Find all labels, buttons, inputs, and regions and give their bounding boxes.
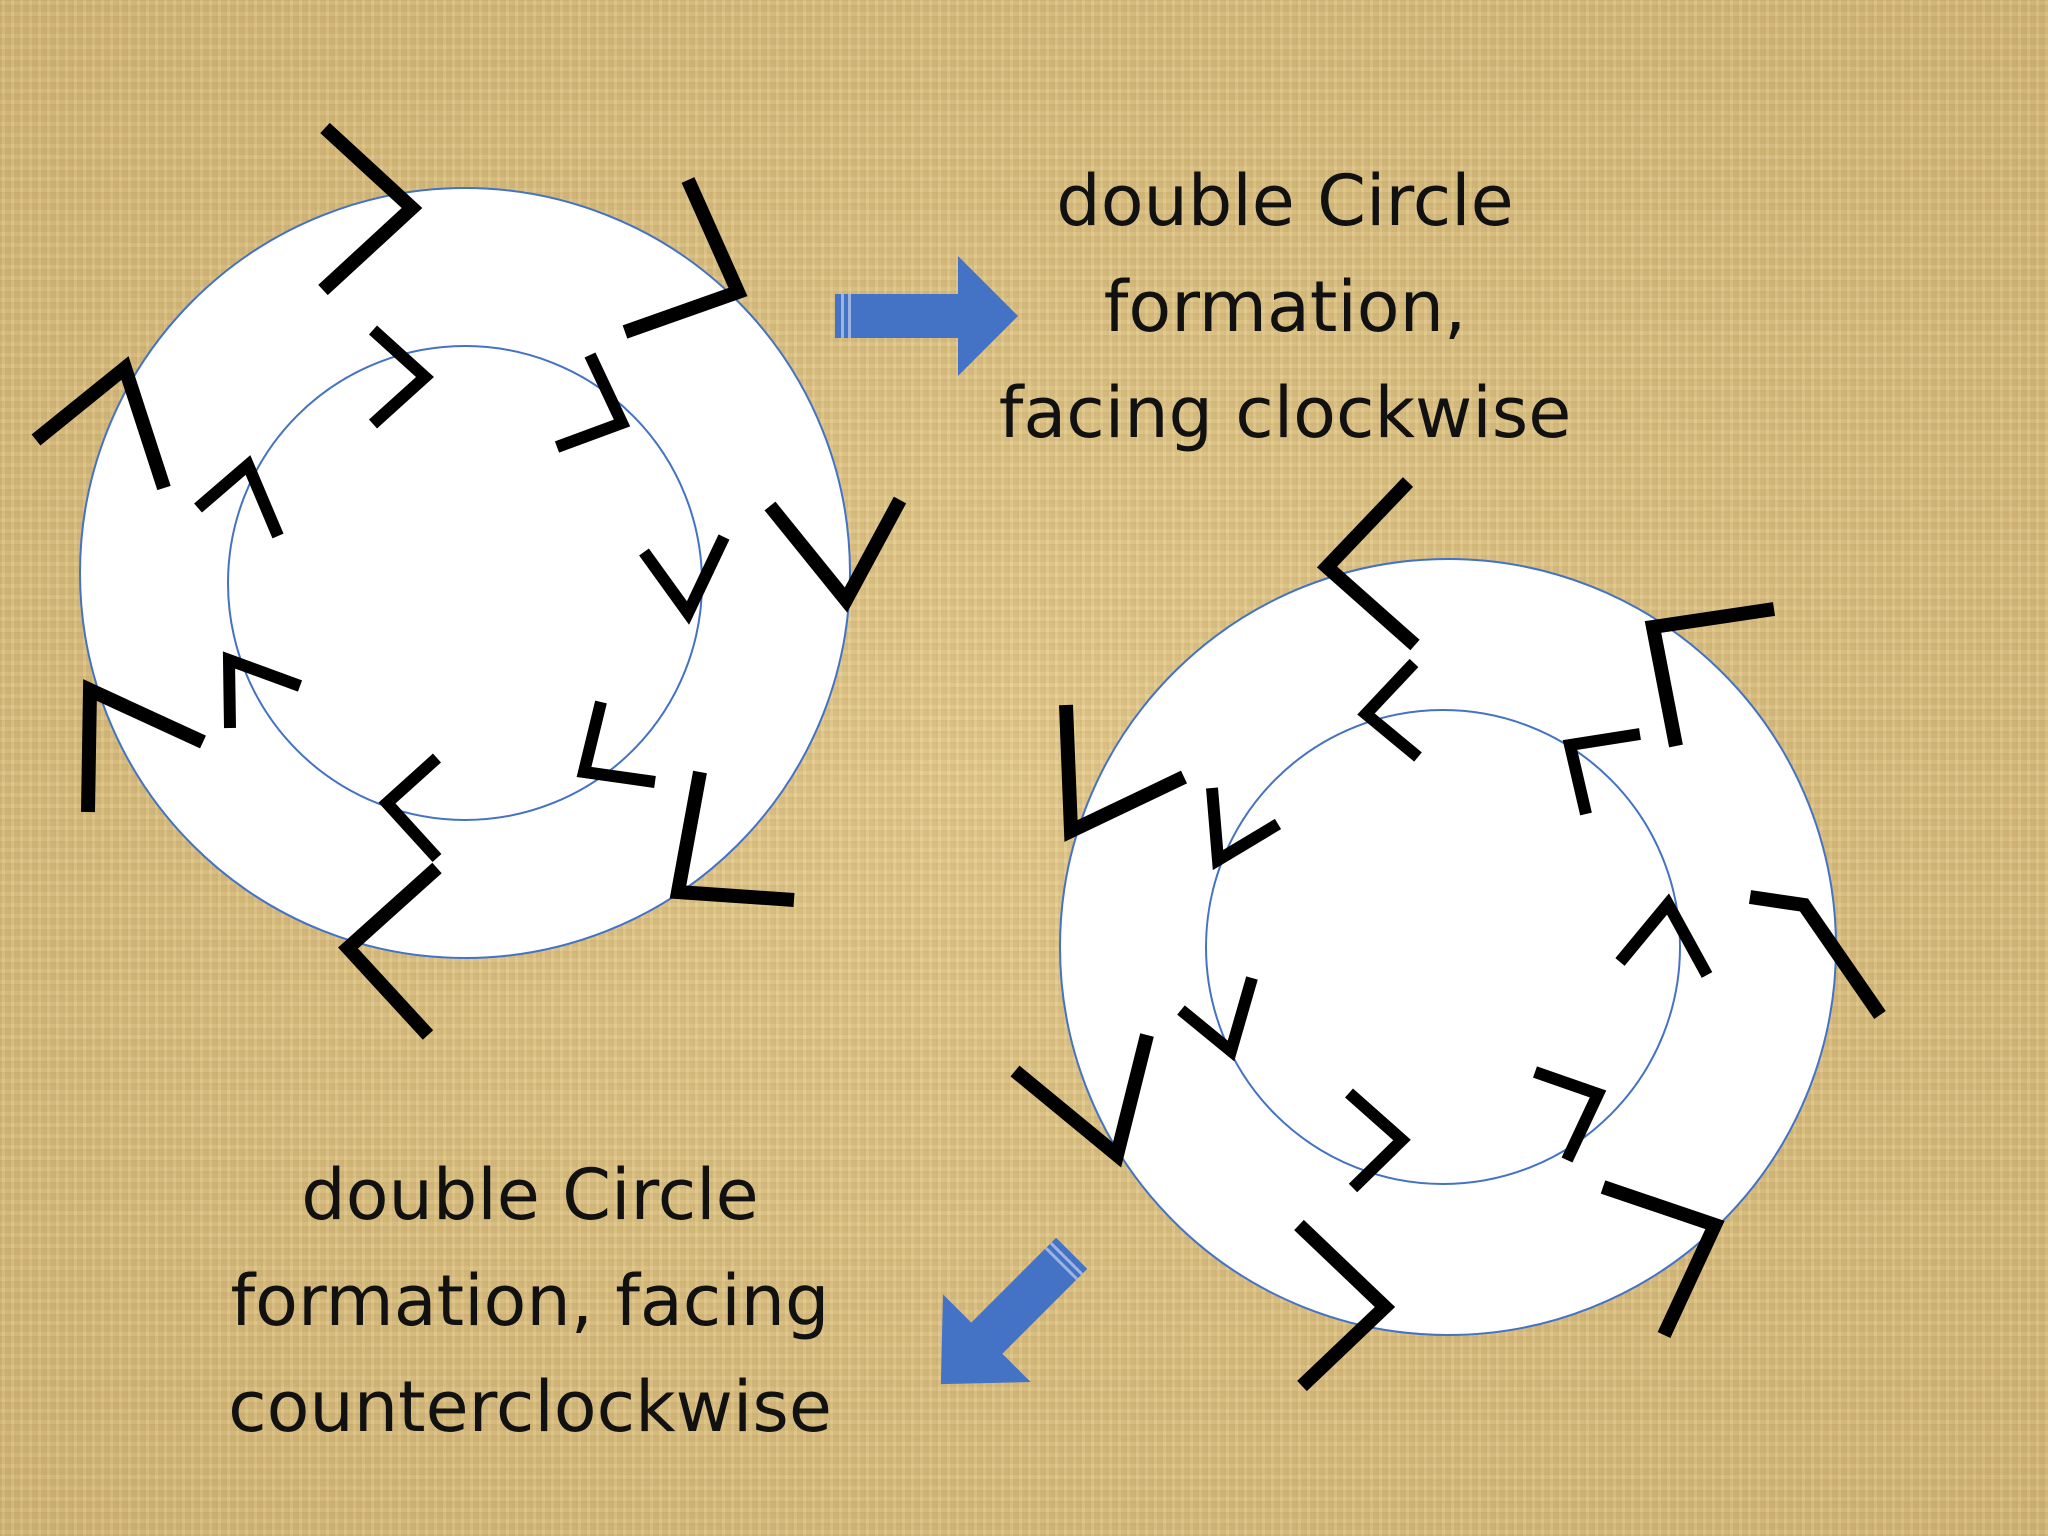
chevron-icon	[1600, 1180, 1725, 1338]
chevron-icon	[1177, 976, 1258, 1062]
chevron-icon	[318, 122, 423, 296]
chevron-icon	[378, 753, 442, 863]
chevron-icon	[222, 651, 303, 729]
chevron-icon	[764, 496, 907, 613]
caption-line: double Circle	[1056, 160, 1514, 242]
chevron-icon	[81, 679, 206, 813]
pointer-arrow-right	[835, 256, 1018, 376]
chevron-icon	[554, 352, 631, 453]
caption-clockwise: double Circle formation, facing clockwis…	[940, 148, 1630, 466]
block-arrow-icon	[835, 256, 1018, 376]
pointer-arrow-down-left	[940, 1237, 1088, 1385]
chevron-icon	[622, 177, 748, 339]
caption-line: counterclockwise	[228, 1366, 832, 1448]
chevron-icon	[1533, 1066, 1607, 1163]
dancer-markers-outer	[31, 122, 907, 1040]
chevron-icon	[31, 356, 171, 491]
chevron-icon	[669, 770, 795, 907]
chevron-icon	[1748, 890, 1886, 1019]
chevron-icon	[368, 325, 434, 429]
chevron-icon	[1615, 893, 1713, 978]
caption-line: formation, facing	[230, 1260, 830, 1342]
dancer-markers-outer	[1010, 477, 1886, 1392]
chevron-icon	[1010, 1033, 1154, 1168]
chevron-icon	[1345, 1088, 1411, 1193]
chevron-icon	[338, 862, 442, 1040]
chevron-icon	[639, 534, 730, 625]
chevron-icon	[1316, 477, 1420, 651]
chevron-icon	[1059, 704, 1188, 842]
formation-counterclockwise	[1010, 477, 1886, 1392]
block-arrow-icon	[940, 1237, 1088, 1385]
dancer-markers-inner	[1177, 658, 1713, 1193]
inner-circle	[227, 345, 703, 821]
caption-line: formation,	[1103, 266, 1467, 348]
caption-line: double Circle	[301, 1154, 759, 1236]
chevron-icon	[1357, 658, 1422, 762]
formation-clockwise	[31, 122, 907, 1040]
chevron-icon	[1562, 728, 1641, 816]
chevron-icon	[1294, 1219, 1396, 1392]
caption-line: facing clockwise	[998, 372, 1572, 454]
chevron-icon	[194, 455, 284, 539]
dancer-markers-inner	[194, 325, 730, 863]
inner-circle	[1205, 709, 1681, 1185]
chevron-icon	[576, 700, 656, 788]
caption-counterclockwise: double Circle formation, facing counterc…	[180, 1142, 880, 1460]
chevron-icon	[1206, 787, 1282, 871]
chevron-icon	[1644, 602, 1776, 748]
